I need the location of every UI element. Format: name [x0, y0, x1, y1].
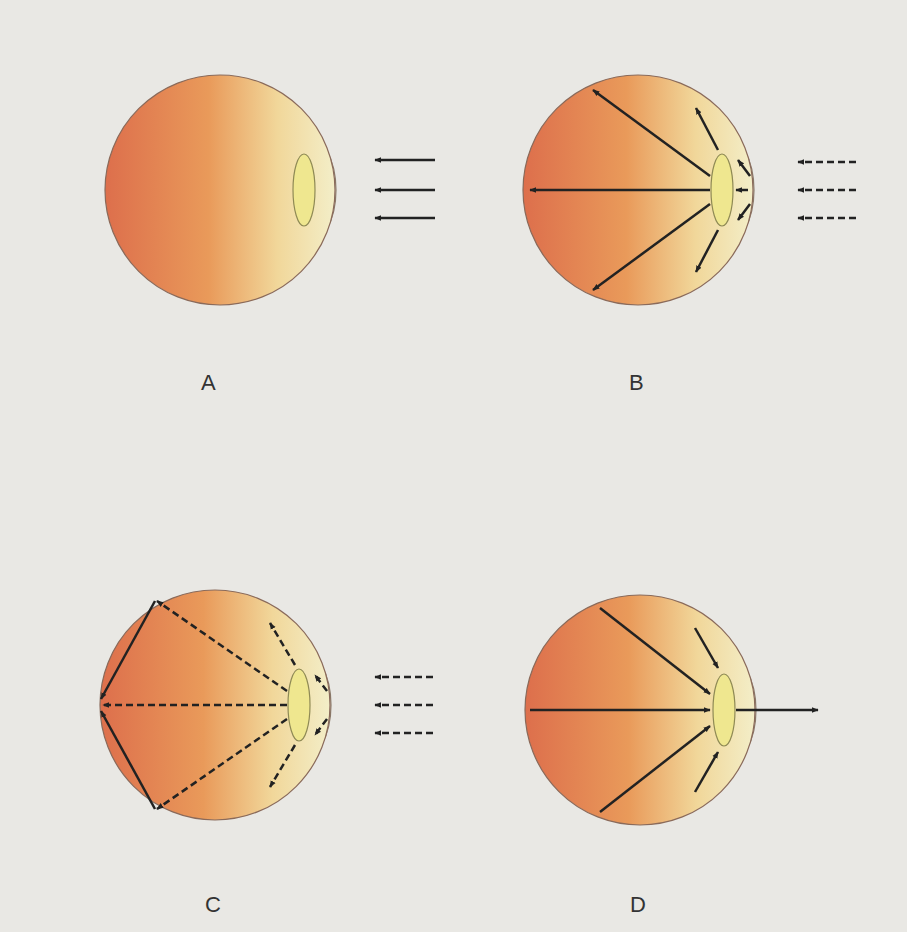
panel-letter: D — [630, 894, 646, 916]
panel-letter: B — [629, 372, 644, 394]
eye-c — [100, 590, 433, 820]
eye-d — [525, 595, 818, 825]
eye-a — [105, 75, 435, 305]
eye-b — [523, 75, 856, 305]
panel-letter: C — [205, 894, 221, 916]
panel-letter: A — [201, 372, 216, 394]
